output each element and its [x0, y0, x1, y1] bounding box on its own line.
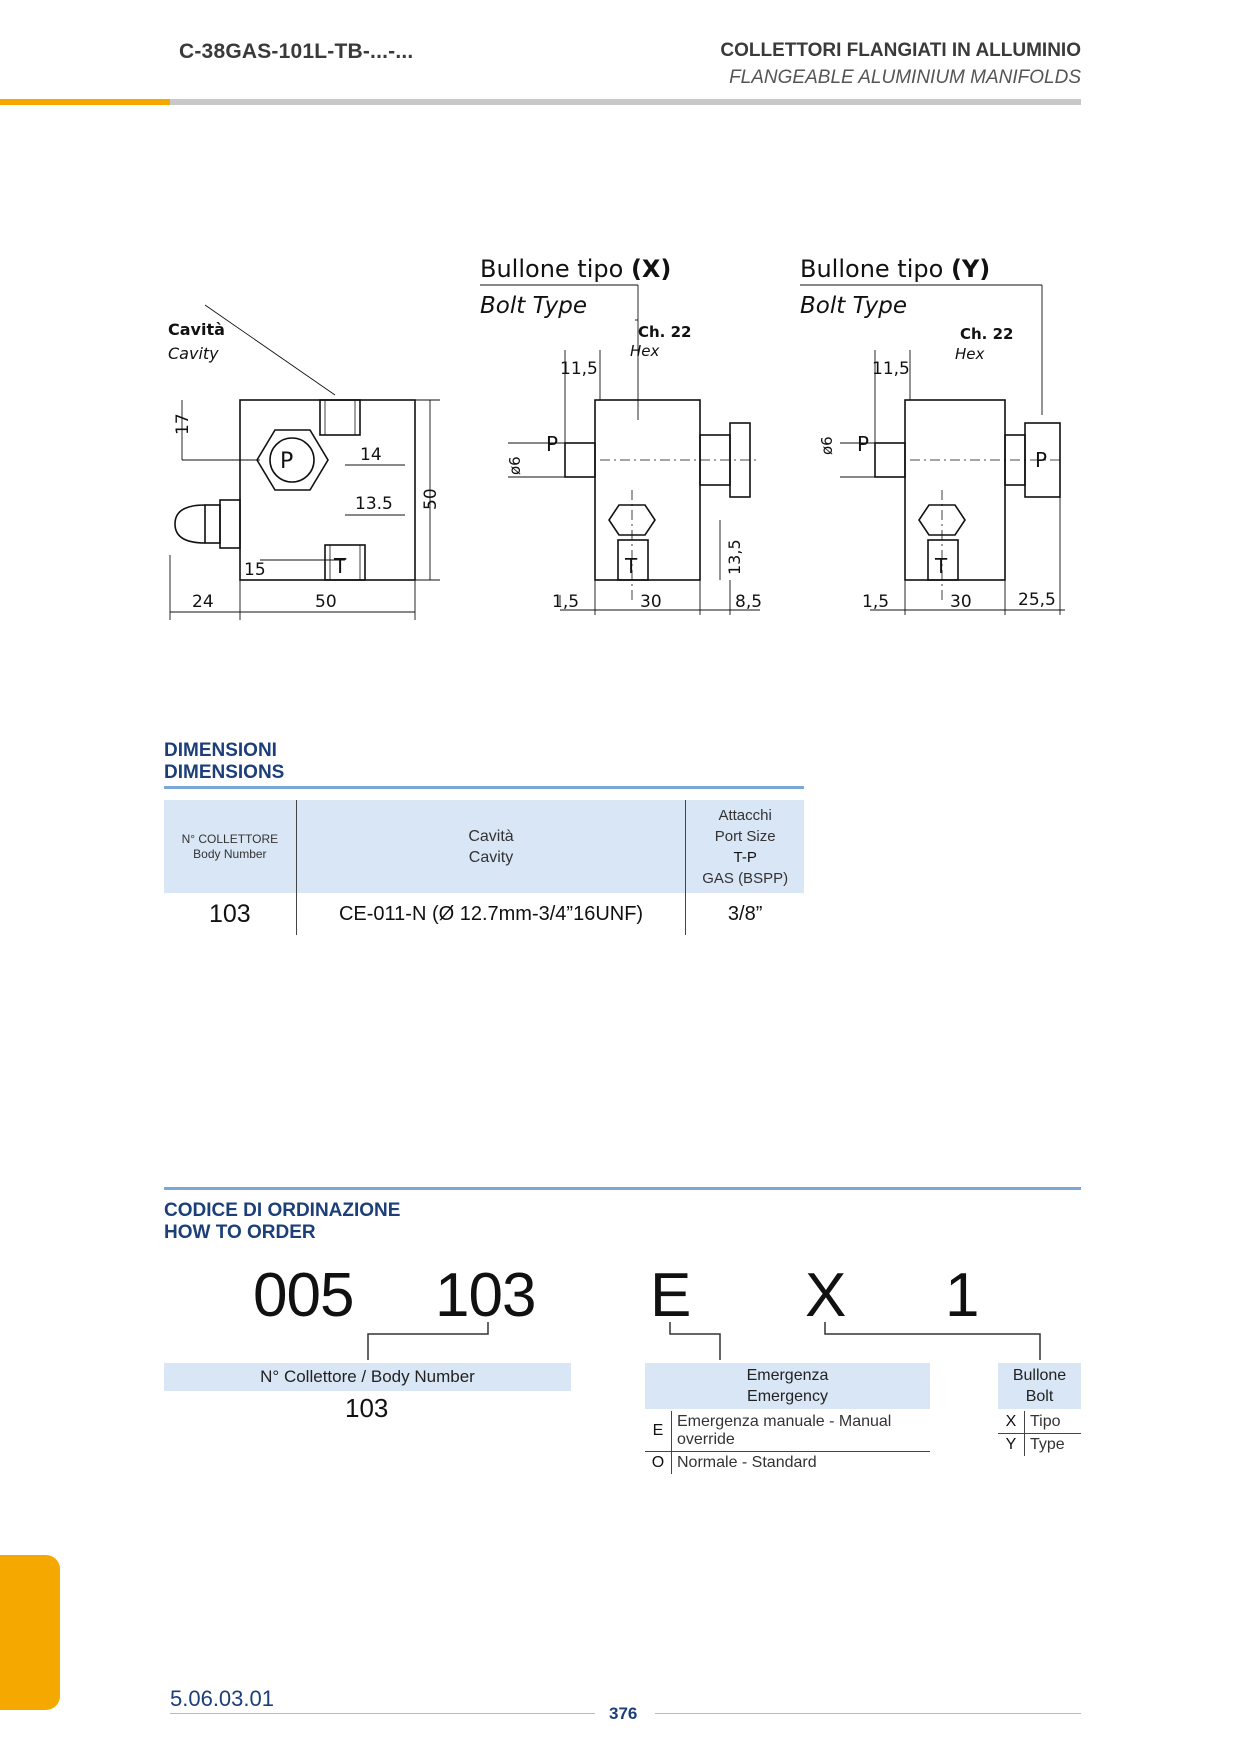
dim-50-vertical: 50 [421, 488, 441, 510]
bolt-x-port-t: T [624, 554, 638, 578]
bolt-y-port-p-fitting: P [1035, 448, 1047, 472]
header-title-en: FLANGEABLE ALUMINIUM MANIFOLDS [729, 67, 1081, 88]
bolt-x-dim-30: 30 [640, 592, 662, 612]
side-tab [0, 1555, 60, 1710]
bolt-y-dim-30: 30 [950, 592, 972, 612]
label-port-p-front: P [280, 449, 293, 474]
dim-15: 15 [244, 560, 266, 580]
col-body-number: N° COLLETTORE Body Number [164, 800, 297, 893]
bolt-x-port-p: P [546, 432, 558, 456]
page-number: 376 [609, 1704, 638, 1723]
order-code-005: 005 [253, 1261, 354, 1330]
header-title-it: COLLETTORI FLANGIATI IN ALLUMINIO [720, 40, 1081, 61]
col-cavity: Cavità Cavity [295, 800, 686, 893]
bolt-y-hex-en: Hex [955, 345, 985, 363]
cell-port-size: 3/8” [685, 893, 804, 935]
bolt-y-port-p: P [857, 432, 869, 456]
order-title-en: HOW TO ORDER [164, 1222, 316, 1243]
bolt-label: Bullone Bolt [998, 1363, 1081, 1409]
order-code-bolt: X [805, 1261, 846, 1330]
dimensions-table: N° COLLETTORE Body Number Cavità Cavity … [164, 800, 804, 935]
bolt-y-title: Bullone tipo (Y) [800, 255, 990, 283]
label-port-t-front: T [333, 554, 347, 578]
dimensions-rule [164, 786, 804, 789]
table-row: 103 CE-011-N (Ø 12.7mm-3/4”16UNF) 3/8” [164, 893, 804, 935]
emergency-label: Emergenza Emergency [645, 1363, 930, 1409]
bolt-y-dim-d6: ø6 [818, 436, 836, 455]
footer-rule-right [655, 1713, 1081, 1714]
label-cavity-en: Cavity [168, 344, 219, 363]
body-number-value: 103 [345, 1393, 389, 1423]
order-code-body: 103 [435, 1261, 536, 1330]
dim-17: 17 [173, 413, 193, 435]
bolt-x-dim-1-5: 1,5 [552, 592, 579, 612]
order-code-emergency: E [650, 1261, 691, 1330]
header-rule [170, 99, 1081, 105]
order-connectors [367, 1322, 1041, 1360]
manifold-body-front [239, 399, 416, 581]
bolt-y-subtitle: Bolt Type [800, 293, 907, 319]
dim-50-horizontal: 50 [315, 592, 337, 612]
bolt-x-dim-11-5: 11,5 [560, 359, 598, 379]
bolt-x-dim-8-5: 8,5 [735, 592, 762, 612]
bolt-x-subtitle: Bolt Type [480, 293, 587, 319]
footer-rule-left [170, 1713, 595, 1714]
order-rule [164, 1187, 1081, 1190]
bolt-options: X Tipo Y Type [998, 1411, 1081, 1456]
dimensions-title: DIMENSIONI DIMENSIONS [164, 740, 284, 784]
dimensions-title-it: DIMENSIONI [164, 740, 277, 761]
dim-24: 24 [192, 592, 214, 612]
bolt-y-dim-25-5: 25,5 [1018, 590, 1056, 610]
list-item: Y Type [998, 1433, 1081, 1456]
bolt-x-title: Bullone tipo (X) [480, 255, 671, 283]
body-number-label: N° Collettore / Body Number [164, 1363, 571, 1391]
catalog-code: 5.06.03.01 [170, 1686, 274, 1711]
product-code: C-38GAS-101L-TB-...-... [179, 40, 414, 63]
bolt-x-dim-d6: ø6 [506, 456, 524, 475]
col-port-size: Attacchi Port Size T-P GAS (BSPP) [685, 800, 804, 893]
dim-13-5: 13.5 [355, 494, 393, 514]
manifold-body-bolt-y [904, 399, 1006, 581]
technical-drawing: Cavità Cavity P T 17 14 13.5 15 50 24 50… [168, 255, 1065, 620]
bolt-y-dim-1-5: 1,5 [862, 592, 889, 612]
bolt-y-dim-11-5: 11,5 [872, 359, 910, 379]
order-title: CODICE DI ORDINAZIONE HOW TO ORDER [164, 1200, 400, 1244]
header-accent-bar [0, 99, 170, 105]
list-item: O Normale - Standard [645, 1451, 930, 1474]
emergency-options: E Emergenza manuale - Manual override O … [645, 1411, 930, 1474]
bolt-y-port-t: T [934, 554, 948, 578]
list-item: E Emergenza manuale - Manual override [645, 1411, 930, 1452]
cell-cavity: CE-011-N (Ø 12.7mm-3/4”16UNF) [295, 893, 686, 935]
order-code-suffix: 1 [945, 1261, 979, 1330]
dimensions-title-en: DIMENSIONS [164, 762, 285, 783]
bolt-x-hex-it: Ch. 22 [638, 323, 691, 341]
bolt-x-dim-13-5: 13,5 [725, 539, 744, 575]
bolt-x-hex-en: Hex [630, 342, 660, 360]
dim-14: 14 [360, 445, 382, 465]
bolt-y-hex-it: Ch. 22 [960, 325, 1013, 343]
list-item: X Tipo [998, 1411, 1081, 1434]
label-cavity-it: Cavità [168, 320, 225, 339]
order-title-it: CODICE DI ORDINAZIONE [164, 1200, 401, 1221]
cell-body-number: 103 [209, 899, 251, 928]
